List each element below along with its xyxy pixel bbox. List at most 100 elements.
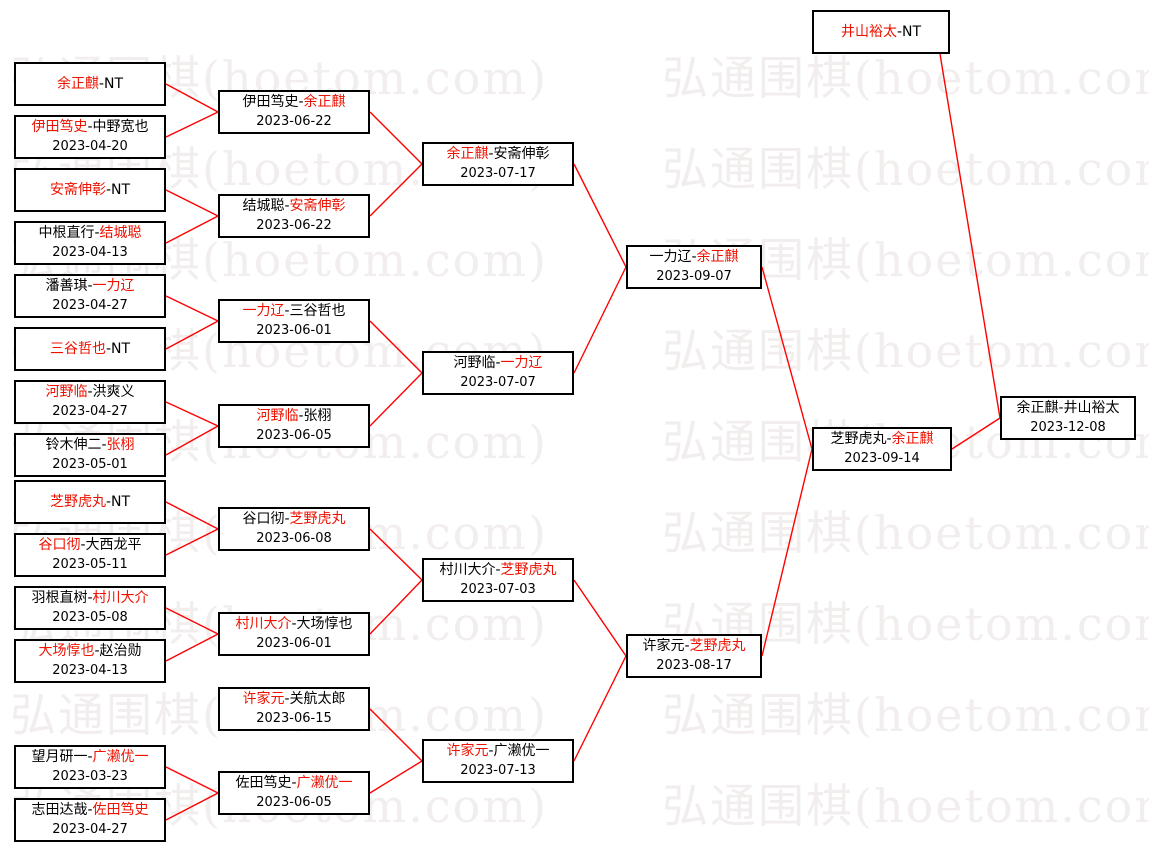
match-box-r1b3[interactable]: 安斋伸彰-NT [14,168,166,212]
match-players: 余正麒-井山裕太 [1016,399,1119,418]
match-date: 2023-12-08 [1030,420,1106,435]
match-players: 中根直行-结城聪 [38,224,141,243]
match-date: 2023-06-22 [256,114,332,129]
match-box-r2b1[interactable]: 伊田笃史-余正麒 2023-06-22 [218,90,370,134]
bracket-connector [369,372,423,427]
player-name-left: 河野临 [453,355,496,371]
player-name-left: 伊田笃史 [242,94,299,110]
player-name-left: 井山裕太 [840,23,897,40]
name-separator: - [691,249,697,265]
match-box-r1b4[interactable]: 中根直行-结城聪 2023-04-13 [14,221,166,265]
match-players: 村川大介-芝野虎丸 [439,561,556,580]
match-date: 2023-06-05 [256,428,332,443]
match-box-final[interactable]: 余正麒-井山裕太 2023-12-08 [1000,396,1136,440]
player-name-left: 大场惇也 [38,643,95,659]
bracket-connector [573,579,627,657]
match-box-r1b1[interactable]: 余正麒-NT [14,62,166,106]
match-box-iyama[interactable]: 井山裕太-NT [812,10,950,54]
player-name-right: 芝野虎丸 [500,562,557,578]
player-name-left: 芝野虎丸 [49,493,106,510]
player-name-left: 一力辽 [649,249,692,265]
match-players: 安斋伸彰-NT [50,181,130,200]
player-name-right: 一力辽 [500,355,543,371]
match-date: 2023-04-13 [52,245,128,260]
match-date: 2023-06-01 [256,323,332,338]
match-players: 许家元-芝野虎丸 [642,637,745,656]
player-name-left: 芝野虎丸 [830,431,887,447]
match-date: 2023-07-07 [460,375,536,390]
match-players: 铃木伸二-张栩 [45,436,134,455]
match-box-r1b9[interactable]: 芝野虎丸-NT [14,480,166,524]
name-separator: - [284,691,290,707]
bracket-connector [165,607,219,635]
player-name-right: 张栩 [303,408,332,424]
bracket-connector [165,792,219,821]
player-name-left: 余正麒 [56,75,99,92]
match-box-r1b6[interactable]: 三谷哲也-NT [14,327,166,371]
bracket-connector [939,53,1001,419]
player-name-left: 志田达哉 [31,802,88,818]
match-box-r1b7[interactable]: 河野临-洪爽义 2023-04-27 [14,380,166,424]
bracket-connector [951,417,1001,450]
name-separator: - [105,493,112,510]
bracket-connector [165,528,219,556]
name-separator: - [94,225,100,241]
name-separator: - [488,743,494,759]
match-date: 2023-05-08 [52,610,128,625]
bracket-connector [573,655,627,762]
bracket-connector [369,111,423,165]
player-name-right: NT [104,75,124,92]
player-name-left: 伊田笃史 [31,119,88,135]
player-name-right: 中野宽也 [92,119,149,135]
bracket-connector [369,163,423,217]
bracket-connector [165,295,219,322]
player-name-right: 余正麒 [696,249,739,265]
player-name-right: 赵治勋 [99,643,142,659]
bracket-connector [165,320,219,350]
name-separator: - [1058,400,1064,416]
match-date: 2023-04-20 [52,139,128,154]
player-name-right: 广濑优一 [493,743,550,759]
player-name-right: NT [111,493,131,510]
match-players: 芝野虎丸-余正麒 [830,430,933,449]
bracket-connector [165,83,219,113]
name-separator: - [87,590,93,606]
bracket-connector [761,448,813,657]
match-date: 2023-04-27 [52,298,128,313]
player-name-left: 谷口彻 [38,537,81,553]
name-separator: - [98,75,105,92]
match-players: 河野临-洪爽义 [45,383,134,402]
match-players: 伊田笃史-余正麒 [242,93,345,112]
match-date: 2023-07-17 [460,166,536,181]
player-name-right: 大西龙平 [85,537,142,553]
match-date: 2023-04-27 [52,404,128,419]
player-name-left: 许家元 [642,638,685,654]
player-name-left: 余正麒 [1016,400,1059,416]
player-name-right: 广濑优一 [92,749,149,765]
name-separator: - [101,437,107,453]
bracket-connector [165,401,219,427]
match-date: 2023-07-13 [460,763,536,778]
